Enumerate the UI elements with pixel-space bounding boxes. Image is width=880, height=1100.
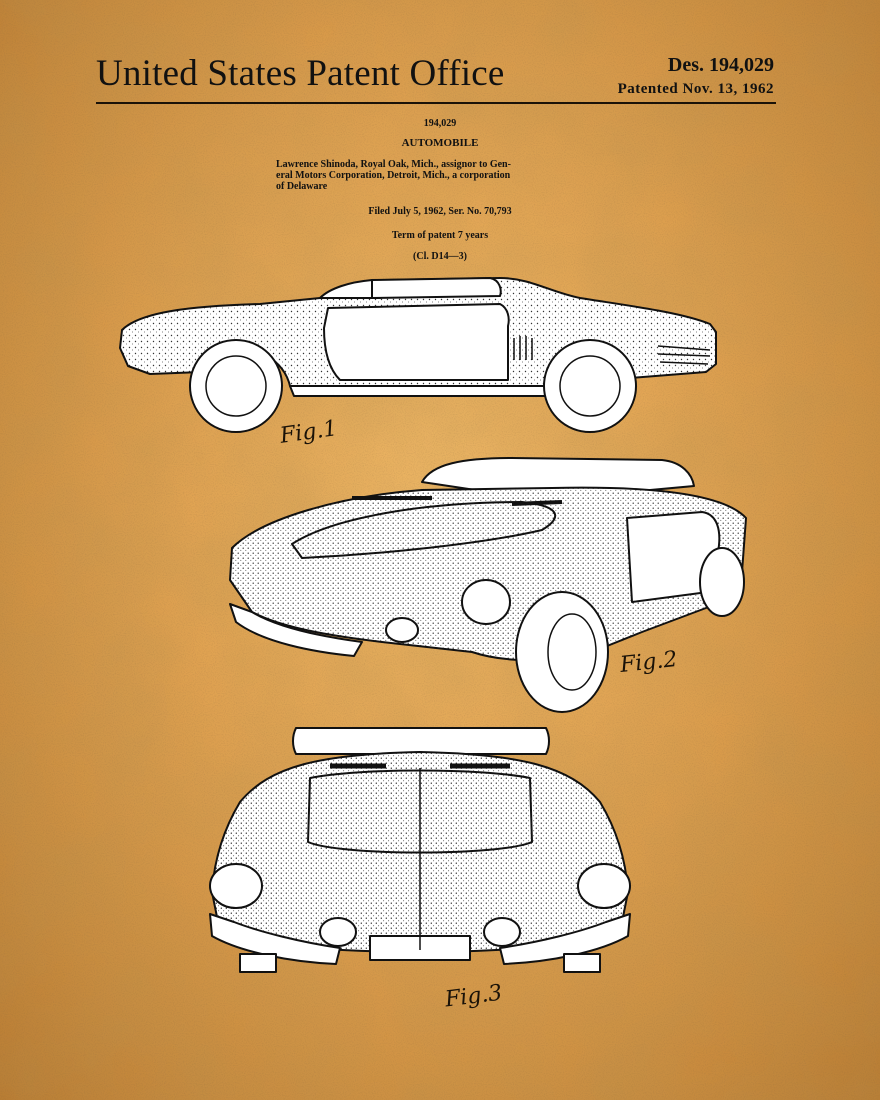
front-wheel bbox=[189, 339, 283, 433]
filing-info: Filed July 5, 1962, Ser. No. 70,793 bbox=[368, 206, 512, 217]
front-bumper bbox=[229, 603, 363, 657]
fog-light-left bbox=[319, 917, 357, 947]
hood-bulge bbox=[291, 501, 557, 559]
door-panel bbox=[323, 303, 510, 381]
office-title: United States Patent Office bbox=[96, 53, 505, 94]
front-wheel bbox=[515, 591, 609, 713]
figure-2-three-quarter-view-drawing bbox=[229, 457, 747, 713]
headlight-left bbox=[209, 863, 263, 909]
design-number: Des. 194,029 bbox=[667, 54, 774, 76]
rear-wheel-right bbox=[563, 953, 601, 973]
front-bumper bbox=[209, 913, 341, 965]
headlight-right bbox=[577, 863, 631, 909]
rear-wheel bbox=[699, 547, 745, 617]
soft-top bbox=[371, 277, 502, 299]
rear-wheel bbox=[543, 339, 637, 433]
soft-top bbox=[292, 727, 550, 755]
fog-light-right bbox=[483, 917, 521, 947]
fog-light bbox=[385, 617, 419, 643]
patent-term: Term of patent 7 years bbox=[391, 230, 489, 241]
patent-subject: AUTOMOBILE bbox=[401, 137, 479, 149]
rear-wheel-left bbox=[239, 953, 277, 973]
assignor-block: Lawrence Shinoda, Royal Oak, Mich., assi… bbox=[276, 159, 606, 192]
assignor-line: Lawrence Shinoda, Royal Oak, Mich., assi… bbox=[276, 159, 511, 170]
figure-1-side-view-drawing bbox=[119, 277, 717, 433]
figure-3-front-view-drawing bbox=[209, 727, 631, 973]
figure-3-label: Fig.3 bbox=[443, 980, 504, 1013]
patent-date: Patented Nov. 13, 1962 bbox=[617, 81, 774, 97]
header-divider bbox=[96, 102, 776, 104]
headlight-right bbox=[461, 579, 511, 625]
assignor-line: eral Motors Corporation, Detroit, Mich.,… bbox=[276, 170, 511, 181]
classification: (Cl. D14—3) bbox=[413, 251, 467, 262]
patent-number: 194,029 bbox=[423, 118, 457, 129]
rocker-panel bbox=[289, 385, 551, 397]
assignor-line: of Delaware bbox=[276, 181, 328, 192]
